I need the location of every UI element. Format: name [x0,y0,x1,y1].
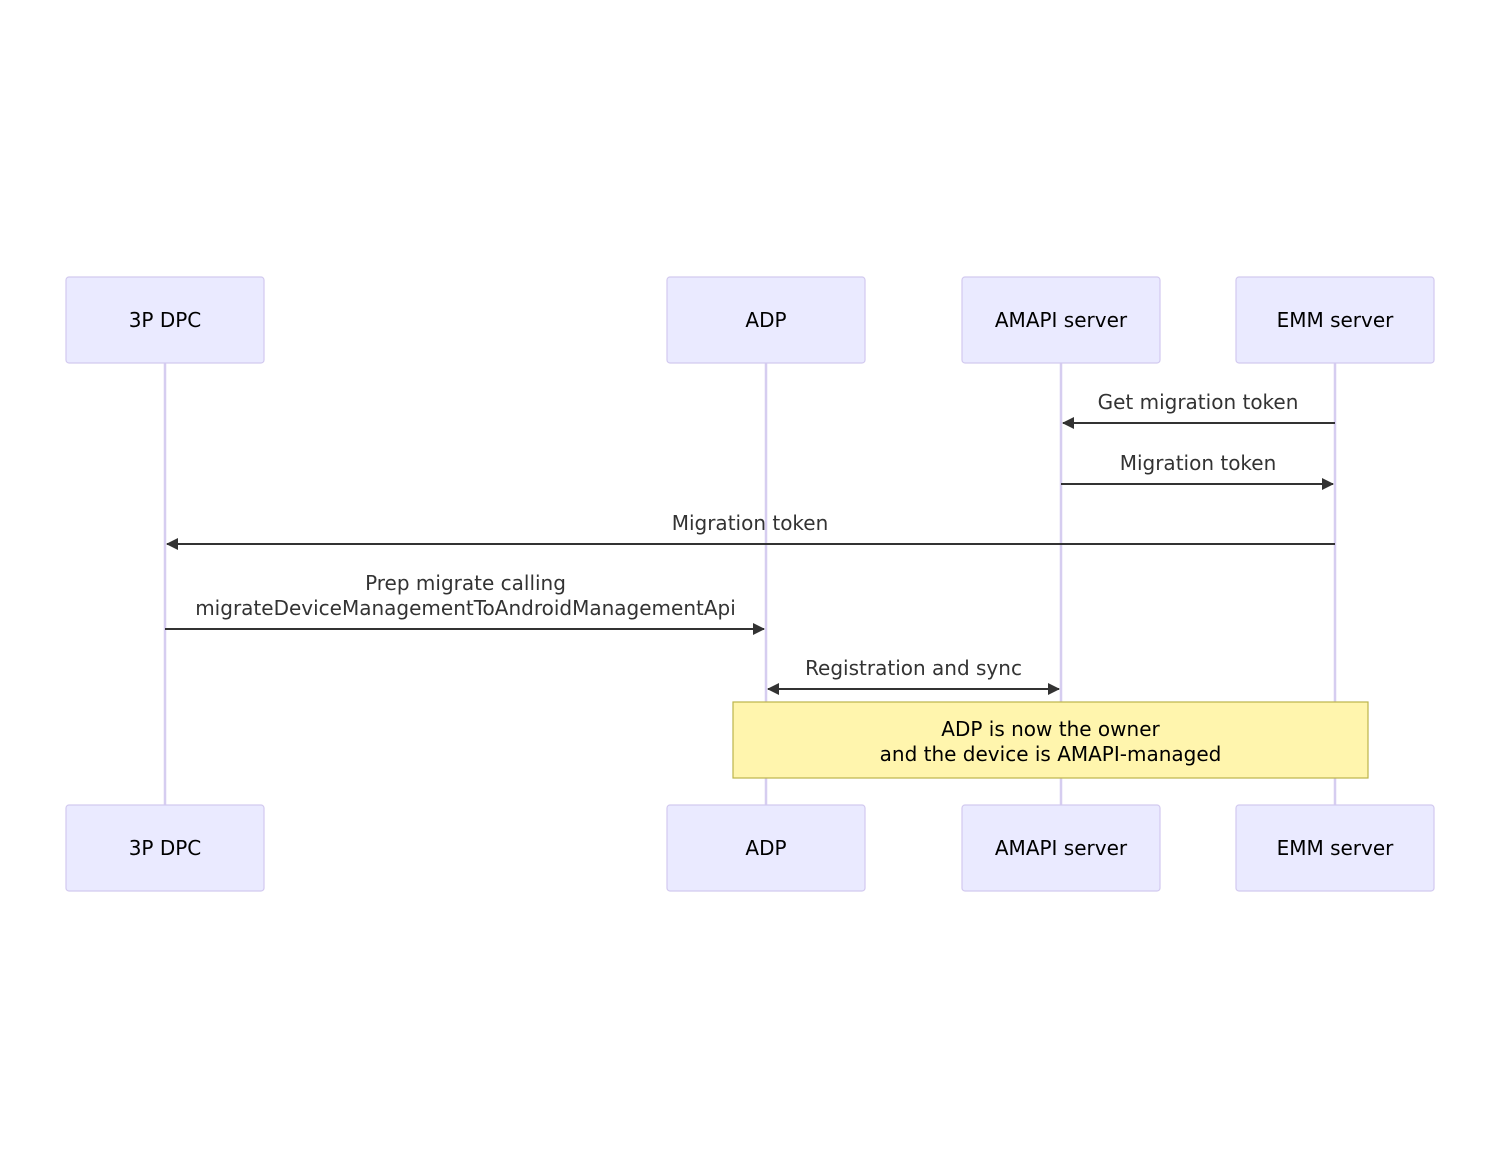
message-label: Registration and sync [805,656,1022,680]
message-label: migrateDeviceManagementToAndroidManageme… [195,596,736,620]
actor-top-adp[interactable]: ADP [666,276,866,364]
actor-box [666,804,866,892]
actor-box [65,276,265,364]
actor-label: AMAPI server [995,308,1128,332]
actor-label: 3P DPC [129,836,202,860]
actor-box [1235,804,1435,892]
actor-label: EMM server [1277,836,1395,860]
message-4[interactable]: Prep migrate callingmigrateDeviceManagem… [165,571,765,635]
message-1[interactable]: Get migration token [1062,390,1335,429]
actors-top: 3P DPC ADP AMAPI server EMM server [65,276,1435,364]
actor-top-emm[interactable]: EMM server [1235,276,1435,364]
actor-box [961,804,1161,892]
message-label: Get migration token [1098,390,1299,414]
message-3[interactable]: Migration token [166,511,1335,550]
message-5[interactable]: Registration and sync [767,656,1060,695]
actor-label: AMAPI server [995,836,1128,860]
actor-top-dpc[interactable]: 3P DPC [65,276,265,364]
actor-label: ADP [745,836,786,860]
note-label: and the device is AMAPI-managed [880,742,1222,766]
actor-bottom-adp[interactable]: ADP [666,804,866,892]
message-2[interactable]: Migration token [1061,451,1334,490]
actor-label: 3P DPC [129,308,202,332]
actor-bottom-emm[interactable]: EMM server [1235,804,1435,892]
actor-box [1235,276,1435,364]
note-label: ADP is now the owner [941,717,1160,741]
actor-box [65,804,265,892]
actor-bottom-amapi[interactable]: AMAPI server [961,804,1161,892]
actor-label: EMM server [1277,308,1395,332]
actor-box [961,276,1161,364]
message-label: Migration token [1120,451,1277,475]
message-label: Prep migrate calling [365,571,566,595]
actor-top-amapi[interactable]: AMAPI server [961,276,1161,364]
actors-bottom: 3P DPC ADP AMAPI server EMM server [65,804,1435,892]
actor-label: ADP [745,308,786,332]
note-box [732,701,1369,779]
actor-bottom-dpc[interactable]: 3P DPC [65,804,265,892]
message-label: Migration token [672,511,829,535]
actor-box [666,276,866,364]
